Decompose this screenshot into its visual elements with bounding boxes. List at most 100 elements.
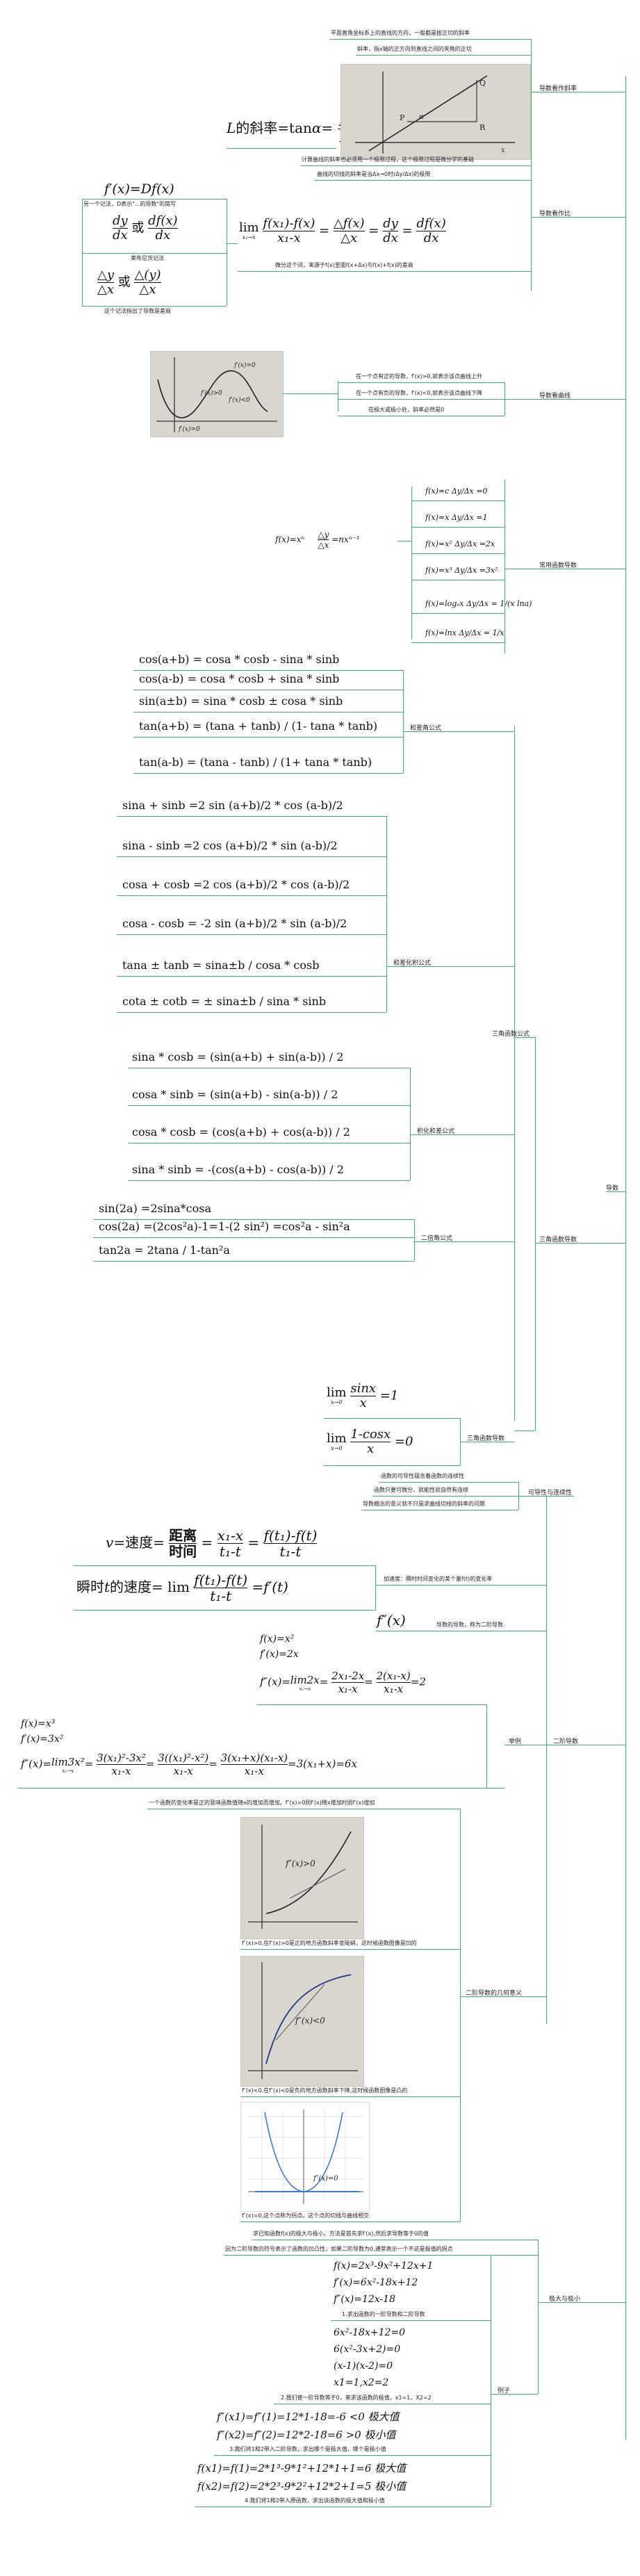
s2-main-note: 微分这个词，来源于f(x)里面f(x+Δx)与f(x)+f(x)的差商 [275, 262, 413, 268]
extreme-note1: 求已知函数f(x)的极大与极小。方法是首先求f′(x),然后求导数等于0的值 [253, 2231, 429, 2237]
trig-group2-formula-4: tana ± tanb = sina±b / cosa * cosb [122, 959, 320, 972]
s2-note1: 计算曲线的斜率也必须用一个极限过程，这个极限过程是微分学的基础 [302, 156, 474, 163]
photo2-text: f″(x)<0 [295, 2016, 325, 2025]
second-speed-label: 加速度：瞬时时间变化的某个量f(t)的变化率 [384, 1576, 493, 1582]
second-note1: 函数的可导性蕴含着函数的连续性 [381, 1473, 464, 1479]
extreme-f2: f′(x)=6x²-18x+12 [334, 2277, 418, 2288]
trig-group3-formula-1: cosa * sinb = (sin(a+b) - sin(a-b)) / 2 [132, 1088, 338, 1101]
s4-item-2: f(x)=x² Δy/Δx =2x [425, 539, 495, 548]
photo1-text: f″(x)>0 [285, 1859, 315, 1868]
trig-group4-label: 二倍角公式 [421, 1235, 453, 1242]
extreme-note2: 因为二阶导数的符号表示了函数的凹凸性，如果二阶导数为0,通常表示一个不这是极值的… [225, 2246, 453, 2252]
extreme-ex-label: 例子 [498, 2388, 511, 2395]
label-q: Q [479, 79, 486, 88]
label-alpha: α [419, 113, 424, 121]
extreme-step1: 1.求出函数的一阶导数和二阶导数 [342, 2311, 425, 2317]
extreme-t1: f″(x1)=f″(1)=12*1-18=-6 <0 极大值 [217, 2411, 400, 2423]
second-note2: 函数只要可微分，就能性就自然有连续 [374, 1487, 468, 1493]
second-top-label[interactable]: 可导性与连续性 [528, 1490, 573, 1497]
trig-group2-formula-1: sina - sinb =2 cos (a+b)/2 * sin (a-b)/2 [122, 839, 338, 852]
slope-diagram: P Q R α x [355, 72, 515, 154]
s1-label[interactable]: 导数看作斜率 [539, 85, 577, 92]
photo2-note: f″(x)<0,在f″(x)<0是负的地方函数斜率下降,这时候函数图像是凸的 [242, 2087, 408, 2094]
trig-group1-formula-2: sin(a±b) = sina * cosb ± cosa * sinb [139, 694, 343, 708]
photo-concave: f″(x)>0 [240, 1817, 364, 1939]
label-zero-top: f′(x)=0 [233, 361, 256, 369]
extreme-label[interactable]: 极大与极小 [549, 2296, 581, 2303]
second-fpp-note: 导数的导数，称为二阶导数 [436, 1622, 503, 1628]
trig-group1-formula-4: tan(a-b) = (tana - tanb) / (1+ tana * ta… [139, 756, 372, 769]
second-note3: 导数概念的意义就不只是求曲线切线的斜率的问题 [363, 1501, 485, 1507]
extreme-s2: 6(x²-3x+2)=0 [334, 2344, 401, 2355]
trig-group4-formula-1: cos(2a) =(2cos²a)-1=1-(2 sin²) =cos²a - … [99, 1220, 350, 1233]
ex2-line1: f(x)=x³ [21, 1718, 56, 1729]
label-r: R [479, 123, 486, 132]
second-speed2: 瞬时t的速度= lim f(t₁)-f(t)t₁-t =f′(t) [76, 1572, 288, 1604]
trig-group1-label: 和差角公式 [410, 725, 442, 732]
label-zero-bottom: f′(x)=0 [178, 425, 200, 433]
trig-group3-formula-2: cosa * cosb = (cos(a+b) + cos(a-b)) / 2 [132, 1125, 350, 1139]
trig-group1-formula-3: tan(a+b) = (tana + tanb) / (1- tana * ta… [139, 719, 378, 733]
trig-group4-formula-2: tan2a = 2tana / 1-tan²a [99, 1244, 230, 1257]
photo-convex: f″(x)<0 [240, 1956, 364, 2087]
trig-group2-label: 和差化积公式 [393, 960, 432, 967]
root-trunk [625, 76, 626, 2440]
s2-left-f3: △y△x 或 △(y)△x [97, 268, 161, 297]
svg-text:x: x [501, 147, 505, 154]
extreme-s4: x1=1,x2=2 [334, 2377, 389, 2388]
extreme-s1: 6x²-18x+12=0 [334, 2327, 406, 2338]
geo-label: 二阶导数的几何意义 [466, 1990, 523, 1997]
s2-label[interactable]: 导数看作比 [539, 211, 571, 218]
s2-left-note2: 莱布尼茨记法 [131, 255, 164, 261]
trig-group2-formula-3: cosa - cosb = -2 sin (a+b)/2 * sin (a-b)… [122, 917, 347, 930]
second-label[interactable]: 二阶导数 [553, 1738, 579, 1745]
label-p: P [400, 113, 405, 122]
extreme-step2: 2.我们使一阶导数等于0，来求该函数的极值，x1=1，X2=2 [281, 2395, 432, 2401]
photo-inflection: f″(x)=0 [240, 2102, 370, 2212]
label-positive: f′(x)>0 [200, 389, 222, 397]
trig-group2-formula-5: cota ± cotb = ± sina±b / sina * sinb [122, 995, 327, 1008]
trig-group3-formula-3: sina * sinb = -(cos(a+b) - cos(a-b)) / 2 [132, 1163, 344, 1176]
extreme-step4: 4.我们将1和2带入原函数，求出该函数的极大值和极小值 [245, 2497, 385, 2504]
ex1-line2: f′(x)=2x [260, 1649, 299, 1660]
extreme-f3: f″(x)=12x-18 [334, 2294, 395, 2305]
s1-slope-photo: P Q R α x [340, 64, 531, 160]
extreme-s3: (x-1)(x-2)=0 [334, 2361, 393, 2372]
s3-note3: 在极大或极小处，斜率必然是0 [368, 407, 445, 413]
s3-label[interactable]: 导数看曲线 [539, 393, 571, 400]
trig-group3-label: 积化和差公式 [417, 1128, 455, 1135]
s2-left-note1: 另一个记法，D表示"...的导数"的简写 [83, 201, 177, 207]
trig-group2-formula-2: cosa + cosb =2 cos (a+b)/2 * cos (a-b)/2 [122, 878, 350, 891]
ex2-line2: f′(x)=3x² [21, 1734, 64, 1745]
trig-label[interactable]: 三角函数公式 [492, 1031, 530, 1038]
s1-note2: 斜率，指x轴的正方向到直线之间的夹角的正切 [357, 46, 472, 52]
ex-label: 举例 [509, 1738, 522, 1745]
second-fpp: f″(x) [377, 1612, 406, 1629]
s4-item-4: f(x)=logₐx Δy/Δx = 1/(x lna) [425, 599, 532, 608]
s4-left: f(x)=xⁿ △y△x =nxⁿ⁻¹ [275, 530, 360, 550]
s4-label[interactable]: 常用函数导数 [539, 562, 577, 569]
trig-deriv-label[interactable]: 三角函数导数 [539, 1237, 577, 1244]
trig-group1-formula-1: cos(a-b) = cosa * cosb + sina * sinb [139, 672, 340, 685]
s4-item-1: f(x)=x Δy/Δx =1 [425, 513, 488, 522]
trig-deriv-group-label: 三角函数导数 [467, 1435, 505, 1442]
s3-note2: 在一个点有负的导数，f′(x)<0,就表示该点曲线下降 [356, 390, 482, 396]
trig-group3-formula-0: sina * cosb = (sin(a+b) + sin(a-b)) / 2 [132, 1050, 344, 1063]
s4-item-0: f(x)=c Δy/Δx =0 [425, 487, 488, 496]
extreme-f1: f(x)=2x³-9x²+12x+1 [334, 2260, 434, 2272]
s1-note1: 平面直角坐标系上的直线的方向，一般都是按正切的斜率 [331, 30, 470, 36]
root-label[interactable]: 导数 [606, 1185, 619, 1192]
s2-left-note3: 这个记法指出了导数是差商 [104, 308, 171, 314]
extreme-u2: f(x2)=f(2)=2*2³-9*2²+12*2+1=5 极小值 [197, 2480, 407, 2493]
s4-item-5: f(x)=lnx Δy/Δx = 1/x [425, 628, 504, 637]
s2-left-f1: f′(x)=Df(x) [104, 181, 174, 197]
trig-group4-formula-0: sin(2a) =2sina*cosa [99, 1202, 212, 1215]
s2-note2: 曲线的切线的斜率是当Δx→0时(Δy/Δx)的极限 [317, 171, 431, 177]
extreme-u1: f(x1)=f(1)=2*1³-9*1²+12*1+1=6 极大值 [197, 2462, 407, 2475]
photo1-note: f″(x)>0,在f″(x)>0是正的地方函数斜率变陡峭，这时候函数图像是凹的 [242, 1940, 417, 1946]
